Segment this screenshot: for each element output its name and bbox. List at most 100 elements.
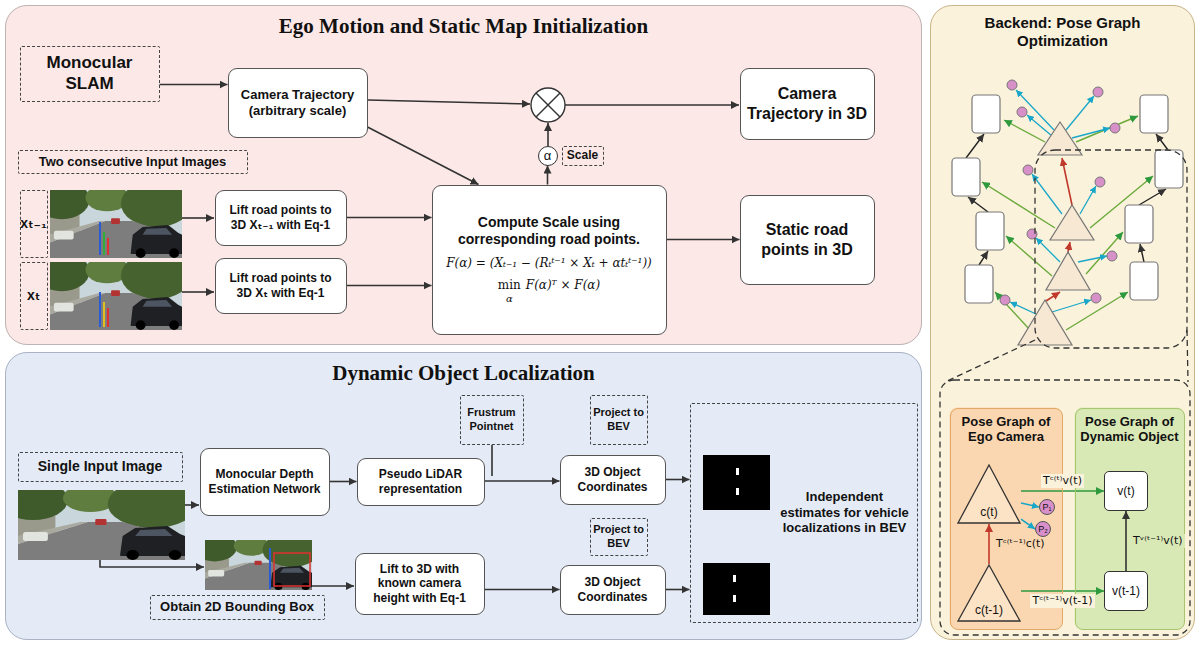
dashed-label-box: Scale [562, 146, 604, 166]
zoom-outline [1035, 150, 1187, 348]
connector-arrow [368, 127, 479, 185]
section-title: Pose Graph of Dynamic Object [1080, 414, 1180, 445]
road-photo [192, 533, 320, 590]
section-title: Dynamic Object Localization [12, 361, 915, 386]
road-point-marks [100, 222, 108, 327]
zoom-outline [940, 380, 1190, 635]
bounding-box [270, 548, 310, 589]
connector-arrow [666, 479, 690, 481]
road-photo [0, 480, 197, 560]
camera-pose-triangle: c(t-1) [957, 564, 1021, 622]
flow-line [100, 560, 204, 567]
landmark-dot [1091, 293, 1101, 303]
connector-arrow [485, 480, 560, 482]
bev-map [736, 488, 739, 495]
connector-arrow [988, 524, 990, 564]
pose-node [1130, 262, 1158, 300]
dashed-label-box: xₜ₋₁ [20, 190, 48, 258]
node-label: Two consecutive Input Images [39, 154, 227, 170]
graph-edge [1062, 158, 1072, 205]
landmark-dot [1000, 80, 1120, 305]
panel-fill [5, 5, 922, 345]
road-point-marks [107, 308, 109, 327]
object-pose-box: v(t-1) [1104, 571, 1148, 611]
connector-arrow [667, 239, 740, 241]
graph-edge [1156, 134, 1168, 150]
node-label: Independent estimates for vehicle locali… [779, 489, 911, 536]
process-box: Camera Trajectory in 3D [740, 68, 875, 140]
triangle-outline [958, 565, 1020, 621]
graph-edge [1066, 96, 1094, 130]
road-point-marks [103, 302, 105, 327]
dashed-label-box: Frustrum Pointnet [460, 395, 524, 445]
process-box: Camera Trajectory (arbitrary scale) [228, 68, 368, 138]
flow-line [182, 217, 214, 219]
bev-map [736, 468, 739, 475]
process-box: Lift to 3D with known camera height with… [355, 553, 485, 615]
node-label: Pseudo LiDAR representation [363, 467, 479, 496]
flow-line [565, 104, 739, 106]
connector-arrow [666, 589, 690, 591]
connector-arrow [1021, 490, 1104, 492]
connector-arrow [160, 84, 228, 86]
graph-edge [1010, 90, 1110, 314]
object-pose-box: v(t) [1104, 471, 1148, 511]
bev-map [703, 455, 770, 510]
process-box: Monocular Depth Estimation Network [200, 448, 330, 516]
node-label: v(t) [1117, 484, 1134, 498]
graph-edge [1027, 115, 1052, 136]
panel-fill [930, 5, 1195, 640]
landmark-dot [1095, 177, 1105, 187]
node-label: Lift to 3D with known camera height with… [361, 562, 479, 605]
triangle-outline [958, 465, 1020, 523]
dashed-label-box: xₜ [20, 262, 48, 330]
connector-arrow [547, 166, 549, 185]
graph-edge [982, 116, 1153, 330]
pose-node [976, 212, 1004, 250]
node-label: α [506, 293, 513, 305]
camera-node [1018, 300, 1072, 345]
landmark-dot [1000, 295, 1010, 305]
graph-edge [1078, 256, 1107, 262]
node-label: v(t-1) [1112, 584, 1140, 598]
node-label: Scale [567, 148, 598, 162]
graph-edge [1010, 302, 1036, 314]
node-label: c(t) [980, 505, 997, 519]
section-title: Backend: Pose Graph Optimization [963, 14, 1163, 50]
graph-edge [1006, 236, 1052, 276]
section-title: Ego Motion and Static Map Initialization [12, 14, 915, 39]
node-label: Single Input Image [38, 458, 162, 475]
road-point-marks [107, 238, 109, 255]
bev-map [733, 575, 736, 582]
node-label: P₁ [1042, 502, 1051, 513]
flow-line [491, 445, 493, 476]
landmark-dot [1017, 107, 1027, 117]
graph-edge [1004, 120, 1045, 142]
graph-edge [995, 292, 1030, 330]
process-box: 3D Object Coordinates [560, 455, 666, 505]
pose-node [1155, 150, 1183, 188]
scale-circle: α [538, 146, 558, 166]
process-box: Lift road points to 3D Xₜ₋₁ with Eq-1 [215, 190, 347, 246]
section-panel: Dynamic Object LocalizationFrustrum Poin… [5, 352, 922, 640]
bounding-box [269, 548, 271, 589]
process-box: Pseudo LiDAR representation [357, 458, 485, 506]
connector-arrow [347, 285, 432, 287]
pose-node [965, 265, 993, 303]
bev-map [703, 455, 770, 615]
graph-edge [1032, 174, 1062, 214]
formula-row: minαF(α)ᵀ × F(α) [498, 278, 600, 304]
node-label: Frustrum Pointnet [463, 406, 521, 432]
connector-arrow [1021, 519, 1035, 529]
graph-edge [1036, 238, 1060, 262]
dashed-label-box: Project to BEV [590, 395, 648, 445]
flow-line [182, 291, 214, 293]
pose-graph-illustration [940, 80, 1190, 635]
dashed-label-box: Obtain 2D Bounding Box [150, 595, 325, 620]
connector-arrow [1021, 590, 1104, 592]
dashed-label-box: Two consecutive Input Images [18, 150, 248, 174]
node-label: Monocular Depth Estimation Network [206, 467, 324, 496]
road-photo [34, 252, 192, 330]
flow-line [368, 100, 530, 104]
connector-arrow [1021, 503, 1039, 507]
